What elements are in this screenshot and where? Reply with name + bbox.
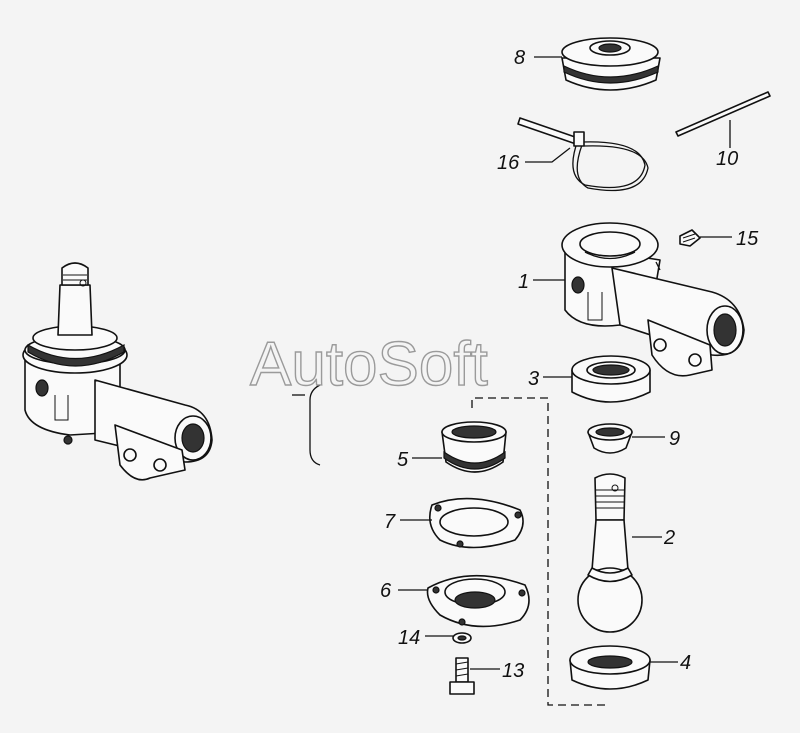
- part-14-washer: [452, 632, 472, 644]
- callout-15: 15: [736, 228, 759, 250]
- callout-1: 1: [518, 271, 529, 293]
- part-10-wire: [675, 91, 771, 137]
- callout-10: 10: [716, 148, 738, 170]
- part-15-grease-fitting: [679, 229, 701, 247]
- part-5-dust-boot: [441, 421, 507, 473]
- part-9-insert: [587, 423, 633, 454]
- callout-labels: 8 16 10 15 1 3 9 5 7 6 14 13 2 4: [380, 47, 759, 682]
- callout-5: 5: [397, 449, 409, 471]
- callout-6: 6: [380, 580, 392, 602]
- part-7-gasket: [429, 497, 524, 549]
- callout-13: 13: [502, 660, 524, 682]
- watermark: AutoSoft: [250, 330, 488, 399]
- part-3-bushing: [571, 355, 651, 403]
- callout-16: 16: [497, 152, 520, 174]
- callout-7: 7: [384, 511, 396, 533]
- callout-2: 2: [663, 527, 675, 549]
- callout-3: 3: [528, 368, 539, 390]
- kit-dashed-bracket: [471, 397, 610, 706]
- callout-4: 4: [680, 652, 691, 674]
- part-13-bolt: [449, 657, 475, 695]
- part-6-cover: [426, 574, 530, 628]
- assembly-bracket: [292, 384, 321, 466]
- part-4-seat: [569, 645, 651, 690]
- part-1-housing: [561, 222, 745, 377]
- leader-lines: [398, 56, 732, 670]
- part-2-ball-pin: [577, 473, 643, 633]
- callout-8: 8: [514, 47, 525, 69]
- callout-14: 14: [398, 627, 420, 649]
- assembled-tie-rod-end: [22, 262, 213, 481]
- part-16-cable-tie: [517, 117, 649, 192]
- callout-9: 9: [669, 428, 680, 450]
- part-8-boot: [561, 37, 661, 91]
